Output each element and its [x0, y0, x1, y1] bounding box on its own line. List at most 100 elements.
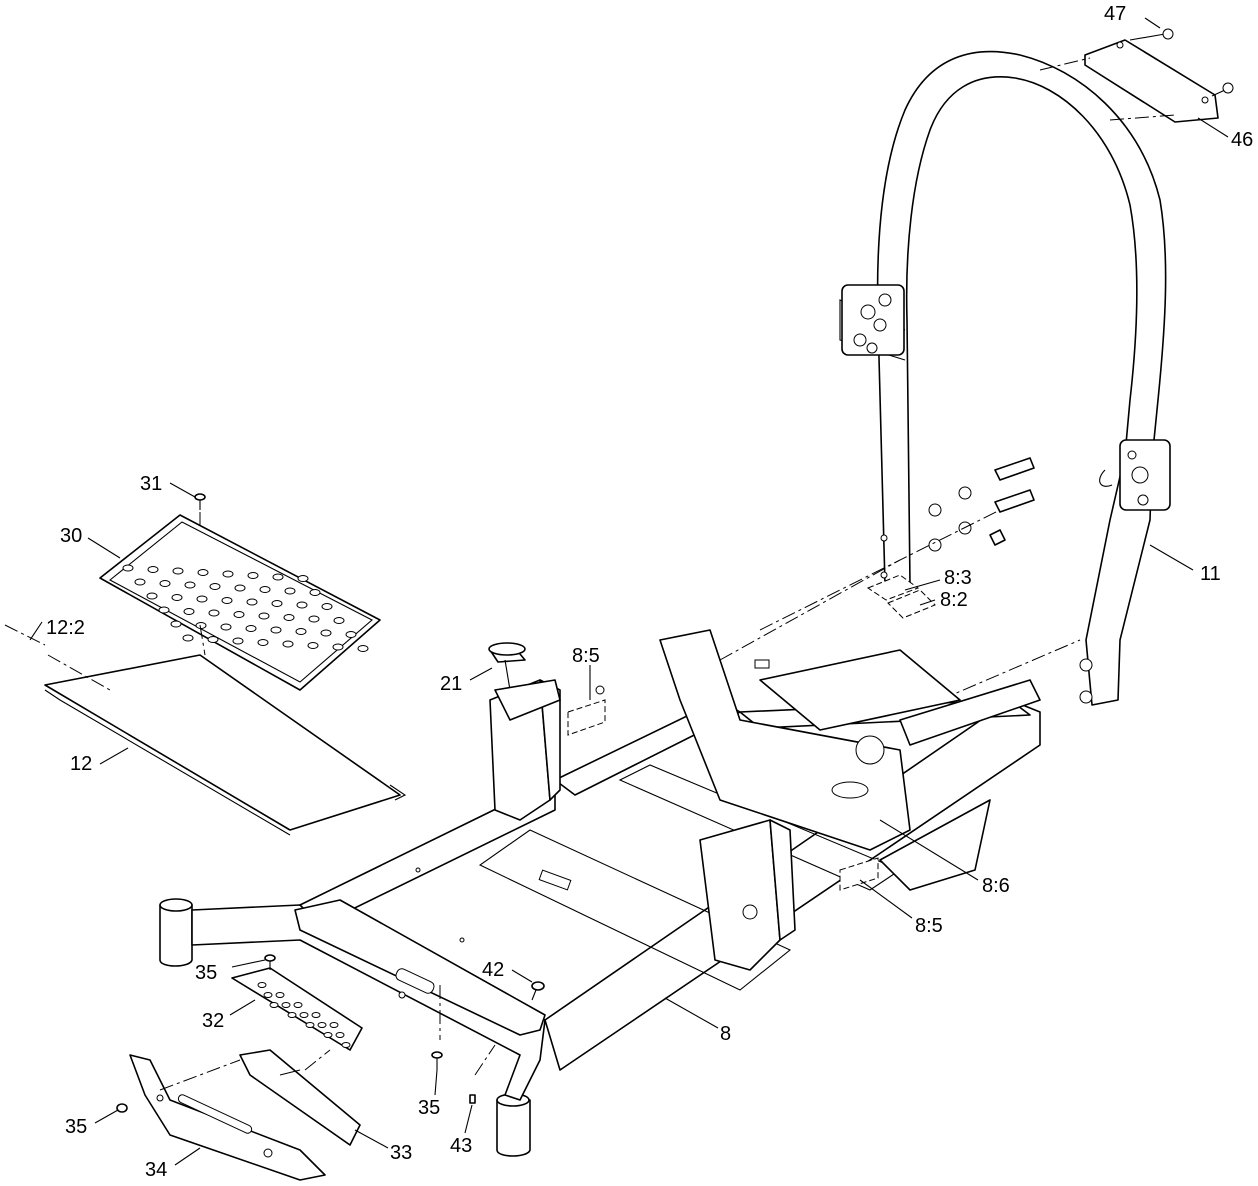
tread-hole: [146, 592, 158, 600]
callout-35-top: 35: [195, 962, 217, 984]
tread-hole: [332, 643, 344, 651]
leader-8: [664, 997, 719, 1029]
tread-hole: [221, 597, 233, 604]
callout-8: 8: [720, 1023, 731, 1045]
callout-31: 31: [140, 473, 162, 495]
rollbar-bolts: [719, 457, 1081, 701]
tread-hole: [171, 594, 183, 601]
tread-hole: [246, 598, 258, 606]
leader-43: [464, 1104, 473, 1134]
tread-hole: [196, 595, 208, 603]
callout-8-3: 8:3: [944, 567, 972, 589]
callout-35-mid: 35: [418, 1097, 440, 1119]
leader-8-5b: [859, 879, 913, 919]
leader-30: [87, 537, 121, 559]
tread-hole: [233, 611, 245, 618]
tread-hole: [287, 1012, 297, 1018]
leader-12-line: [99, 747, 129, 765]
tread-hole: [208, 609, 220, 617]
callout-8-6: 8:6: [982, 875, 1010, 897]
tread-hole: [234, 584, 246, 592]
callout-32: 32: [202, 1010, 224, 1032]
tread-hole: [147, 566, 159, 573]
tread-hole: [209, 583, 221, 590]
decal-8-3: [866, 574, 920, 601]
tread-hole: [184, 581, 196, 589]
tread-hole: [183, 608, 195, 615]
leader-35a: [231, 959, 266, 968]
bumper-34: [129, 1054, 326, 1181]
leader-46: [1197, 117, 1229, 138]
tread-hole: [305, 1022, 315, 1028]
callout-35-left: 35: [65, 1116, 87, 1138]
callout-21: 21: [440, 673, 462, 695]
tread-hole: [263, 992, 273, 998]
tread-hole: [329, 1022, 339, 1028]
tread-hole: [317, 1022, 327, 1028]
callout-42: 42: [482, 959, 504, 981]
leader-8-6: [879, 819, 979, 881]
callout-34: 34: [145, 1159, 167, 1181]
leader-32: [229, 999, 256, 1016]
tread-hole: [311, 1012, 321, 1018]
callout-12-2: 12:2: [46, 617, 85, 639]
tread-hole: [321, 603, 333, 610]
leader-12-2: [29, 621, 43, 641]
tread-hole: [170, 620, 182, 628]
tread-hole: [283, 614, 295, 621]
leader-31: [169, 482, 196, 498]
decal-8-5-lower: [839, 857, 879, 891]
tread-hole: [335, 1032, 345, 1038]
tread-hole: [281, 1002, 291, 1008]
tread-hole: [245, 625, 257, 632]
tread-hole: [308, 615, 320, 623]
tread-hole: [172, 567, 184, 575]
tread-hole: [257, 639, 269, 646]
callout-8-2: 8:2: [940, 589, 968, 611]
callout-8-5-upper: 8:5: [572, 645, 600, 667]
tread-hole: [341, 1042, 351, 1048]
tread-hole: [182, 634, 194, 642]
rollbar-top-bracket: [1039, 28, 1234, 123]
leader-34: [174, 1147, 201, 1166]
callout-43: 43: [450, 1135, 472, 1157]
tread-hole: [271, 600, 283, 607]
tread-hole: [296, 601, 308, 609]
tread-hole: [207, 636, 219, 643]
foot-plate-holes: [122, 564, 369, 652]
decal-8-5-upper: [567, 699, 606, 736]
tread-hole: [320, 629, 332, 637]
callout-33: 33: [390, 1142, 412, 1164]
leader-8-3: [904, 579, 941, 591]
plate-32-holes: [257, 982, 351, 1048]
leader-8-2: [919, 599, 936, 606]
leader-42: [511, 969, 533, 983]
leader-35c: [94, 1109, 119, 1124]
callout-labels: 47 46 11 8:3 8:2 8:5 21 31 30 12:2 12 8:…: [46, 3, 1253, 1181]
tread-hole: [220, 623, 232, 631]
tread-hole: [297, 575, 309, 582]
tread-hole: [282, 640, 294, 648]
callout-11: 11: [1200, 563, 1221, 585]
callout-8-5-lower: 8:5: [915, 915, 943, 937]
tread-hole: [307, 642, 319, 649]
tread-hole: [323, 1032, 333, 1038]
decals: [567, 574, 936, 891]
tread-hole: [222, 570, 234, 578]
tread-hole: [257, 982, 267, 988]
tread-hole: [309, 589, 321, 596]
tread-hole: [232, 637, 244, 645]
tread-hole: [247, 572, 259, 579]
leader-21: [469, 667, 493, 681]
foot-plate: [99, 514, 381, 691]
decal-8-2: [887, 589, 936, 619]
callout-46: 46: [1231, 129, 1253, 151]
tread-hole: [195, 622, 207, 629]
plate-32: [231, 967, 363, 1051]
front-crossmember-plate: [294, 899, 546, 1036]
fasteners: [116, 493, 545, 1113]
leader-35b: [434, 1069, 438, 1096]
tread-hole: [345, 631, 357, 638]
tread-hole: [122, 564, 134, 572]
